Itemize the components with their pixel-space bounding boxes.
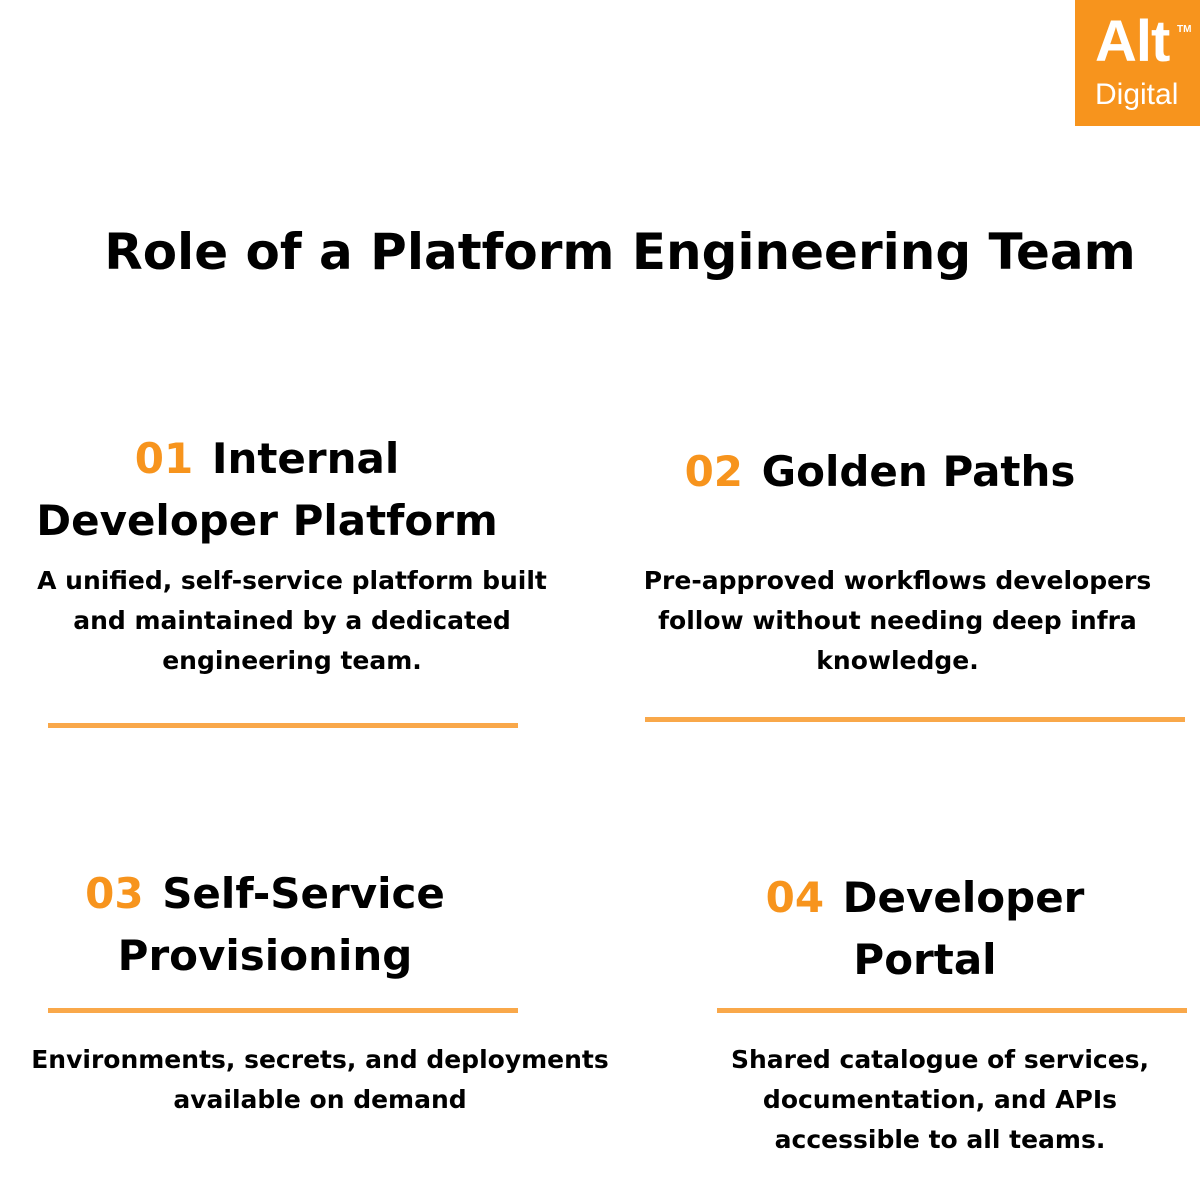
card-description-golden-paths: Pre-approved workflows developers follow… bbox=[643, 566, 1152, 675]
card-number: 04 bbox=[765, 873, 825, 922]
card-title-golden-paths: 02 Golden Paths bbox=[640, 441, 1120, 503]
card-heading: Internal Developer Platform bbox=[36, 434, 498, 545]
card-description-developer-portal: Shared catalogue of services, documentat… bbox=[730, 1045, 1150, 1154]
logo-wordmark-digital: Digital bbox=[1095, 78, 1179, 111]
card-number: 03 bbox=[85, 869, 144, 918]
card-number: 02 bbox=[684, 447, 744, 496]
divider-line bbox=[717, 1008, 1187, 1013]
page-title: Role of a Platform Engineering Team bbox=[104, 223, 1136, 281]
divider-line bbox=[645, 717, 1185, 722]
card-heading: Self-Service Provisioning bbox=[117, 869, 445, 980]
card-title-developer-portal: 04 Developer Portal bbox=[690, 867, 1160, 991]
divider-line bbox=[48, 723, 518, 728]
alt-digital-logo: Alt TM Digital bbox=[1075, 0, 1200, 126]
card-description-self-service-provisioning: Environments, secrets, and deployments a… bbox=[31, 1045, 609, 1114]
card-number: 01 bbox=[134, 434, 194, 483]
card-title-self-service-provisioning: 03 Self-Service Provisioning bbox=[45, 863, 485, 987]
logo-wordmark-alt: Alt bbox=[1095, 9, 1170, 74]
card-title-internal-developer-platform: 01 Internal Developer Platform bbox=[22, 428, 512, 552]
card-heading: Golden Paths bbox=[761, 447, 1076, 496]
logo-trademark: TM bbox=[1177, 24, 1192, 35]
card-description-internal-developer-platform: A unified, self-service platform built a… bbox=[37, 566, 547, 675]
divider-line bbox=[48, 1008, 518, 1013]
card-heading: Developer Portal bbox=[842, 873, 1085, 984]
